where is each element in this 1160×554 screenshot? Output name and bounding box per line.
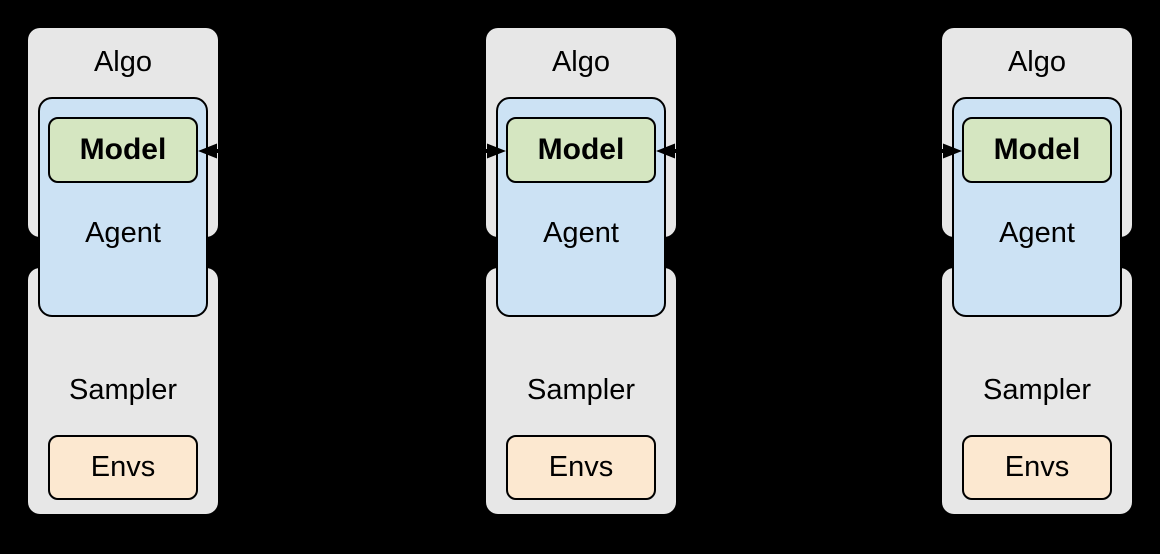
column-3: Algo Sampler Envs Model Agent bbox=[942, 0, 1132, 554]
model-label: Model bbox=[993, 133, 1081, 166]
model-sync-arrow-2 bbox=[656, 143, 962, 159]
arrow-shaft bbox=[210, 149, 494, 153]
envs-label: Envs bbox=[1004, 451, 1070, 483]
envs-label: Envs bbox=[548, 451, 614, 483]
model-box: Model bbox=[48, 117, 198, 183]
double-arrow-icon bbox=[656, 143, 962, 159]
model-box: Model bbox=[962, 117, 1112, 183]
envs-box: Envs bbox=[962, 435, 1112, 500]
sampler-label: Sampler bbox=[527, 374, 635, 406]
agent-box: Model Agent bbox=[38, 97, 208, 317]
agent-label: Agent bbox=[543, 217, 619, 249]
model-label: Model bbox=[79, 133, 167, 166]
envs-box: Envs bbox=[506, 435, 656, 500]
sampler-label: Sampler bbox=[983, 374, 1091, 406]
envs-box: Envs bbox=[48, 435, 198, 500]
envs-label: Envs bbox=[90, 451, 156, 483]
arrowhead-right bbox=[943, 143, 962, 159]
arrowhead-left bbox=[198, 143, 217, 159]
arrowhead-left bbox=[656, 143, 675, 159]
agent-label: Agent bbox=[85, 217, 161, 249]
algo-label: Algo bbox=[93, 46, 153, 78]
sampler-label: Sampler bbox=[69, 374, 177, 406]
model-label: Model bbox=[537, 133, 625, 166]
agent-label: Agent bbox=[999, 217, 1075, 249]
column-1: Algo Sampler Envs Model Agent bbox=[28, 0, 218, 554]
column-2: Algo Sampler Envs Model Agent bbox=[486, 0, 676, 554]
model-sync-arrow-1 bbox=[198, 143, 506, 159]
arrowhead-right bbox=[487, 143, 506, 159]
algo-label: Algo bbox=[1007, 46, 1067, 78]
agent-box: Model Agent bbox=[952, 97, 1122, 317]
model-box: Model bbox=[506, 117, 656, 183]
agent-box: Model Agent bbox=[496, 97, 666, 317]
algo-label: Algo bbox=[551, 46, 611, 78]
arrow-shaft bbox=[668, 149, 950, 153]
double-arrow-icon bbox=[198, 143, 506, 159]
